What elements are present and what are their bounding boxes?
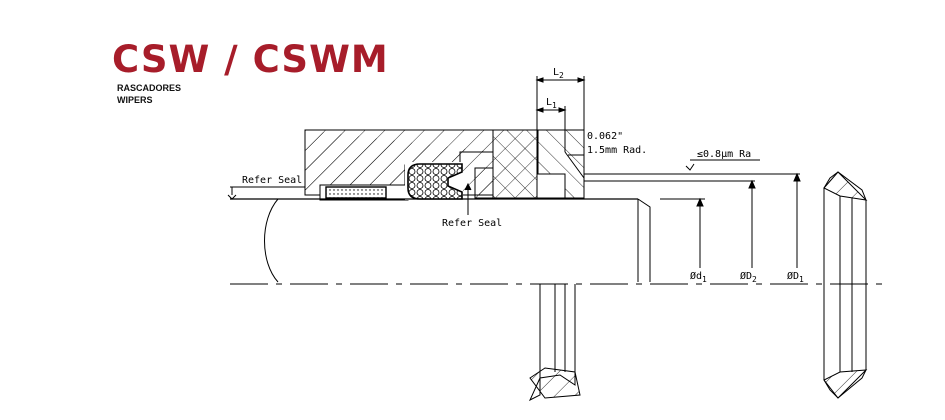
rod-break <box>264 198 279 283</box>
wiper-seal-profile <box>407 163 463 200</box>
subtitle-spanish: RASCADORES <box>117 83 182 93</box>
radius-inch-label: 0.062" <box>587 131 623 142</box>
groove-diameter-label: ØD2 <box>740 270 757 284</box>
rod-diameter-label: Ød1 <box>690 270 707 284</box>
wiper-cavity <box>536 173 566 199</box>
roughness-label: ≤0.8μm Ra <box>697 149 751 160</box>
rod-seal-profile <box>325 186 387 199</box>
housing-diameter-label: ØD1 <box>787 270 804 284</box>
wiper-side-profile <box>823 171 867 399</box>
refer-seal-label-bottom: Refer Seal <box>442 218 502 229</box>
gland-block <box>492 129 539 199</box>
l2-label: L2 <box>553 67 564 80</box>
subtitle-english: WIPERS <box>117 95 153 105</box>
l1-label: L1 <box>546 97 557 110</box>
refer-seal-label-left: Refer Seal <box>242 175 302 186</box>
radius-mm-label: 1.5mm Rad. <box>587 145 647 156</box>
product-title: CSW / CSWM <box>112 38 389 81</box>
